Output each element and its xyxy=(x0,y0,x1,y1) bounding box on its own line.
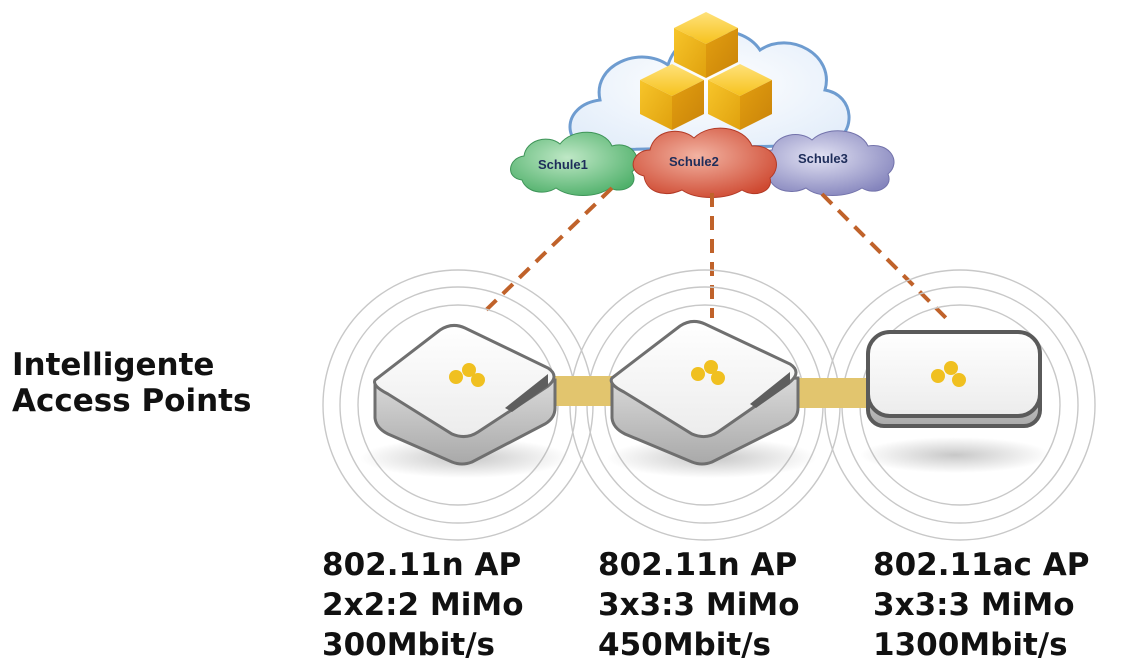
ap3-mimo: 3x3:3 MiMo xyxy=(873,587,1075,623)
cloud-label-schule1: Schule1 xyxy=(538,157,588,172)
ap2-mimo: 3x3:3 MiMo xyxy=(598,587,800,623)
ap1-standard: 802.11n AP xyxy=(322,547,522,583)
access-point-1-icon xyxy=(360,323,570,478)
ap2-speed: 450Mbit/s xyxy=(598,627,771,663)
ap1-mimo: 2x2:2 MiMo xyxy=(322,587,524,623)
access-point-3-icon xyxy=(860,330,1050,473)
ap3-specs: 802.11ac AP 3x3:3 MiMo 1300Mbit/s xyxy=(873,545,1089,665)
title-line-1: Intelligente xyxy=(12,347,215,383)
cloud-label-schule3: Schule3 xyxy=(798,151,848,166)
server-cubes-icon xyxy=(640,12,772,130)
access-point-2-icon xyxy=(607,319,817,478)
ap2-specs: 802.11n AP 3x3:3 MiMo 450Mbit/s xyxy=(598,545,800,665)
ap2-standard: 802.11n AP xyxy=(598,547,798,583)
school2-cloud-icon xyxy=(632,127,777,198)
ap1-speed: 300Mbit/s xyxy=(322,627,495,663)
uplink-dashes xyxy=(482,186,950,322)
ap3-speed: 1300Mbit/s xyxy=(873,627,1068,663)
uplink-schule1 xyxy=(482,186,614,314)
ap1-specs: 802.11n AP 2x2:2 MiMo 300Mbit/s xyxy=(322,545,524,665)
school1-cloud-icon xyxy=(510,131,638,196)
ap3-standard: 802.11ac AP xyxy=(873,547,1090,583)
section-title: Intelligente Access Points xyxy=(12,347,251,419)
school3-cloud-icon xyxy=(756,130,895,196)
cloud-label-schule2: Schule2 xyxy=(669,154,719,169)
title-line-2: Access Points xyxy=(12,383,252,419)
uplink-schule3 xyxy=(820,192,950,322)
